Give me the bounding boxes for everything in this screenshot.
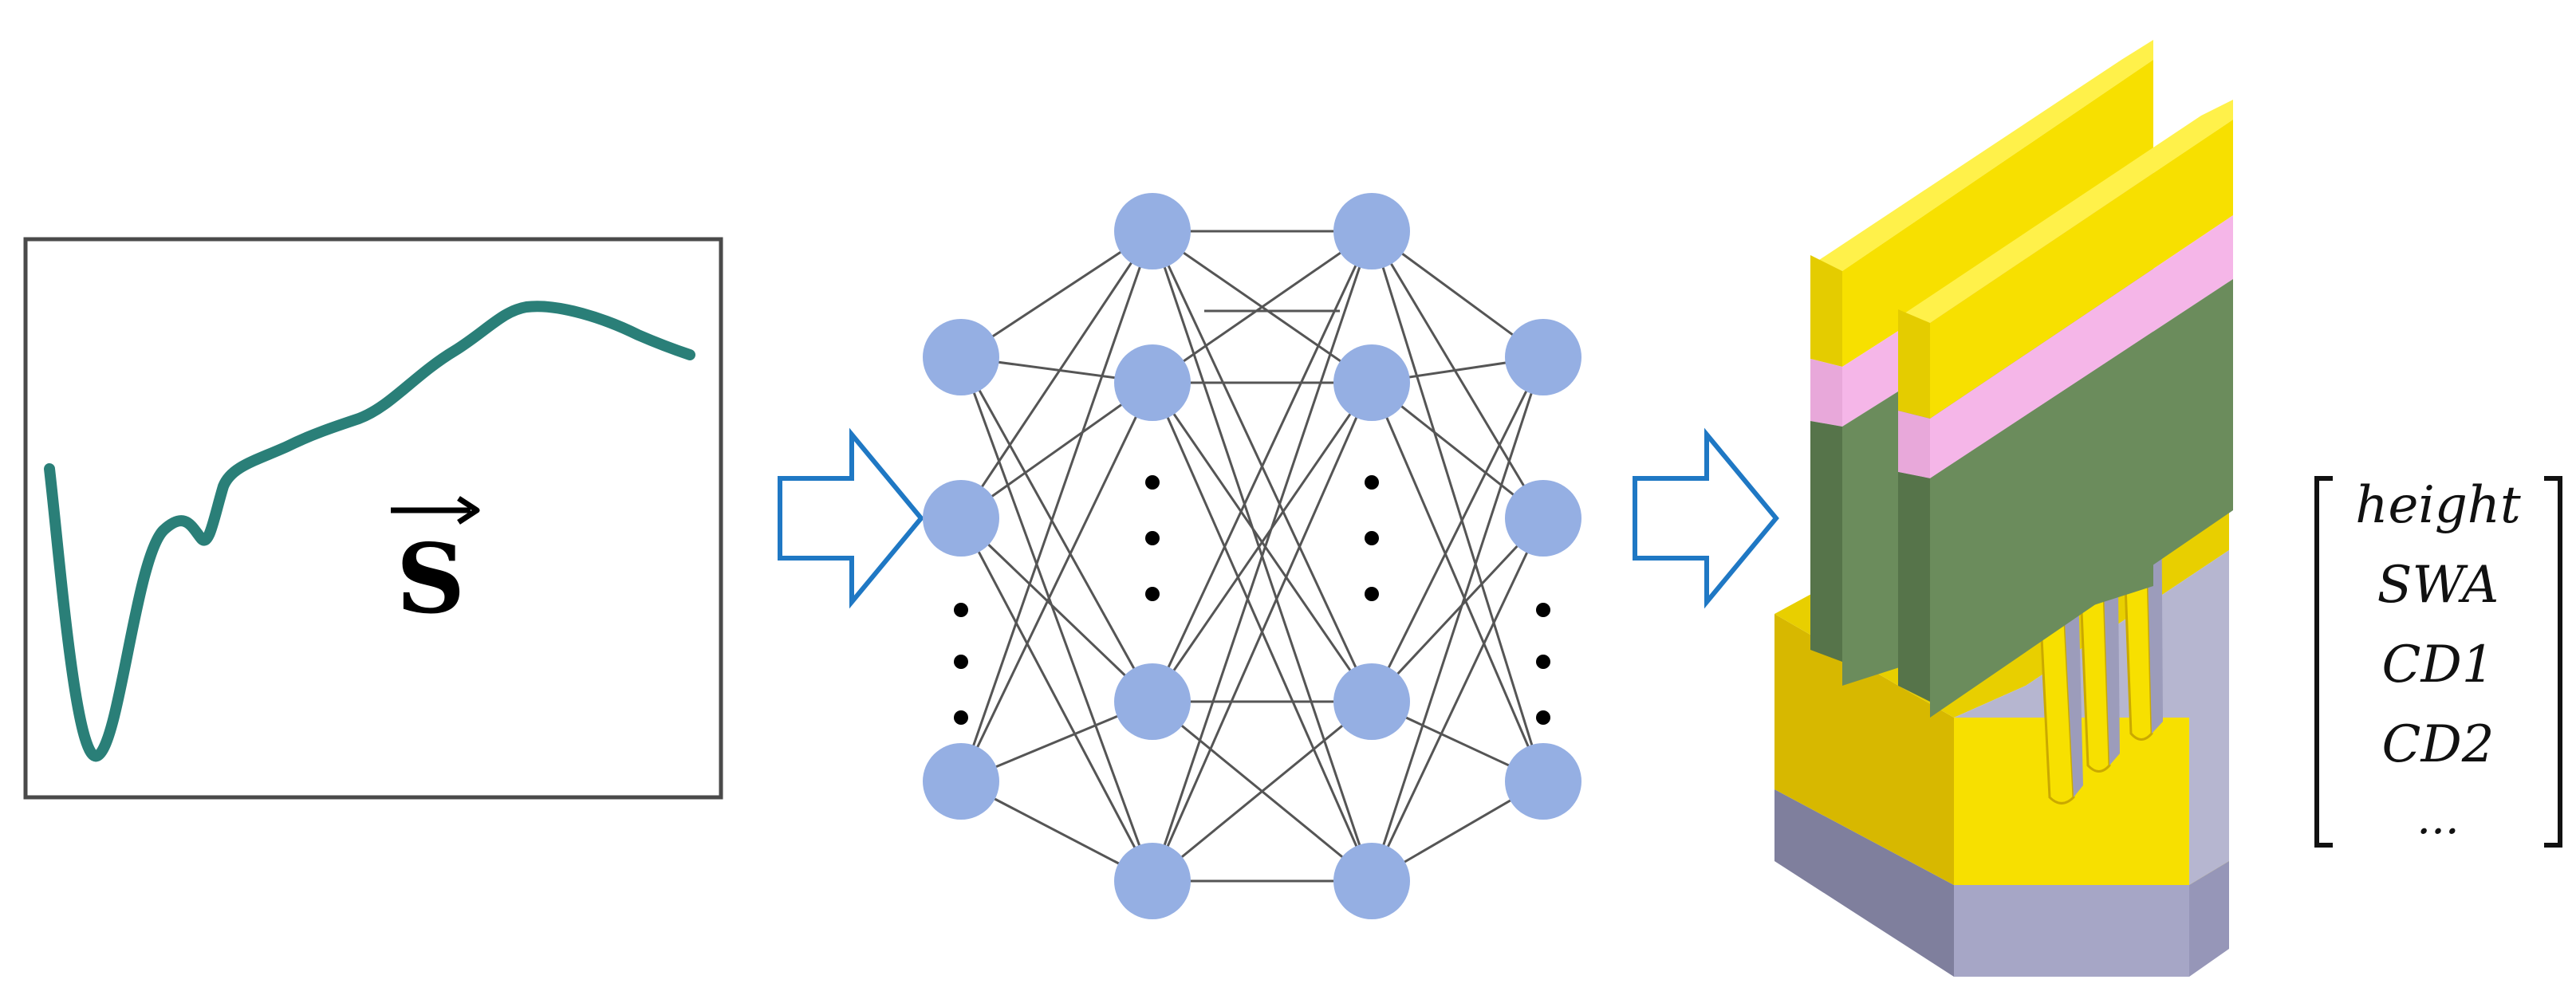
neuron-layer-4 <box>1505 480 1581 557</box>
ellipsis-dot <box>954 655 968 669</box>
neuron-layer-3 <box>1333 843 1410 919</box>
neuron-layer-2 <box>1114 843 1191 919</box>
network-edge <box>959 356 1154 882</box>
ellipsis-dot <box>1365 587 1379 601</box>
neuron-layer-4 <box>1505 743 1581 820</box>
right-bracket <box>2544 476 2562 848</box>
neuron-layer-3 <box>1333 344 1410 421</box>
flow-arrow-2 <box>1633 427 1779 609</box>
neuron-layer-1 <box>923 480 999 557</box>
gate-1-front-green <box>1810 421 1842 662</box>
network-edge <box>1152 230 1373 384</box>
ellipsis-dots <box>954 475 1550 725</box>
network-edge <box>1151 382 1373 882</box>
gate-1-side-gold <box>1842 60 2153 367</box>
ellipsis-dot <box>1536 710 1550 725</box>
network-edge <box>1370 230 1545 519</box>
substrate-left <box>1774 789 1954 977</box>
ellipsis-dot <box>1145 475 1160 490</box>
network-edge <box>960 381 1153 520</box>
network-edge <box>959 356 1154 702</box>
network-edge <box>1151 230 1373 882</box>
vector-s-label: S <box>391 496 480 635</box>
param-height: height <box>2355 476 2521 535</box>
param-ellipsis: ... <box>2416 793 2459 844</box>
ellipsis-dot <box>1145 531 1160 545</box>
substrate-front <box>1954 885 2189 977</box>
network-edge <box>1370 230 1545 782</box>
neuron-layer-1 <box>923 319 999 395</box>
gate-2-front-gold <box>1898 309 1930 419</box>
gate-2-side-gold <box>1930 120 2233 419</box>
network-edge <box>1370 517 1545 703</box>
semiconductor-structure-3d <box>1774 40 2233 977</box>
gate-2 <box>1898 100 2233 718</box>
ellipsis-dot <box>1145 587 1160 601</box>
network-edge <box>959 382 1154 782</box>
neuron-layer-3 <box>1333 663 1410 740</box>
network-neurons <box>923 193 1581 919</box>
network-edge <box>1370 517 1545 882</box>
spectrum-frame <box>23 237 723 800</box>
ellipsis-dot <box>1365 475 1379 490</box>
ellipsis-dot <box>954 710 968 725</box>
vector-arrow-head <box>457 496 480 525</box>
gate-2-side-green <box>1930 279 2233 718</box>
param-cd1: CD1 <box>2382 635 2495 694</box>
neuron-layer-3 <box>1333 193 1410 269</box>
network-edge <box>1370 356 1545 882</box>
network-edge <box>959 517 1154 882</box>
substrate-right <box>2189 861 2229 977</box>
param-cd2: CD2 <box>2382 715 2495 774</box>
network-edge <box>1370 356 1545 702</box>
base-block-left-face <box>1774 614 1954 885</box>
base-block-front-face <box>1954 718 2189 885</box>
neural-network <box>923 193 1581 919</box>
network-connections <box>959 230 1545 883</box>
gate-2-front-pink <box>1898 411 1930 478</box>
gate-2-top <box>1902 100 2233 323</box>
gate-1-front-pink <box>1810 359 1842 427</box>
network-edge <box>1152 700 1373 883</box>
neuron-layer-1 <box>923 743 999 820</box>
gate-1-top <box>1814 40 2153 271</box>
param-swa: SWA <box>2377 556 2499 615</box>
gate-1-front-gold <box>1810 255 1842 367</box>
neuron-layer-2 <box>1114 663 1191 740</box>
ellipsis-dot <box>1536 655 1550 669</box>
gate-2-side-pink <box>1930 215 2233 478</box>
neuron-layer-2 <box>1114 344 1191 421</box>
network-edge <box>1151 230 1373 702</box>
flow-arrow-1 <box>778 427 924 609</box>
ellipsis-dot <box>954 603 968 617</box>
parameter-vector: height SWA CD1 CD2 ... <box>2314 476 2562 848</box>
network-edge <box>1370 382 1545 782</box>
network-edge <box>959 230 1154 519</box>
spectrum-panel: S <box>23 237 723 800</box>
ellipsis-dot <box>1365 531 1379 545</box>
network-edge <box>1151 382 1373 702</box>
spectrum-curve <box>44 301 695 762</box>
left-bracket <box>2314 476 2333 848</box>
vector-symbol: S <box>396 523 466 635</box>
ellipsis-dot <box>1536 603 1550 617</box>
neuron-layer-4 <box>1505 319 1581 395</box>
network-edge <box>959 517 1154 703</box>
gate-2-front-green <box>1898 472 1930 702</box>
neuron-layer-2 <box>1114 193 1191 269</box>
network-edge <box>959 230 1154 782</box>
